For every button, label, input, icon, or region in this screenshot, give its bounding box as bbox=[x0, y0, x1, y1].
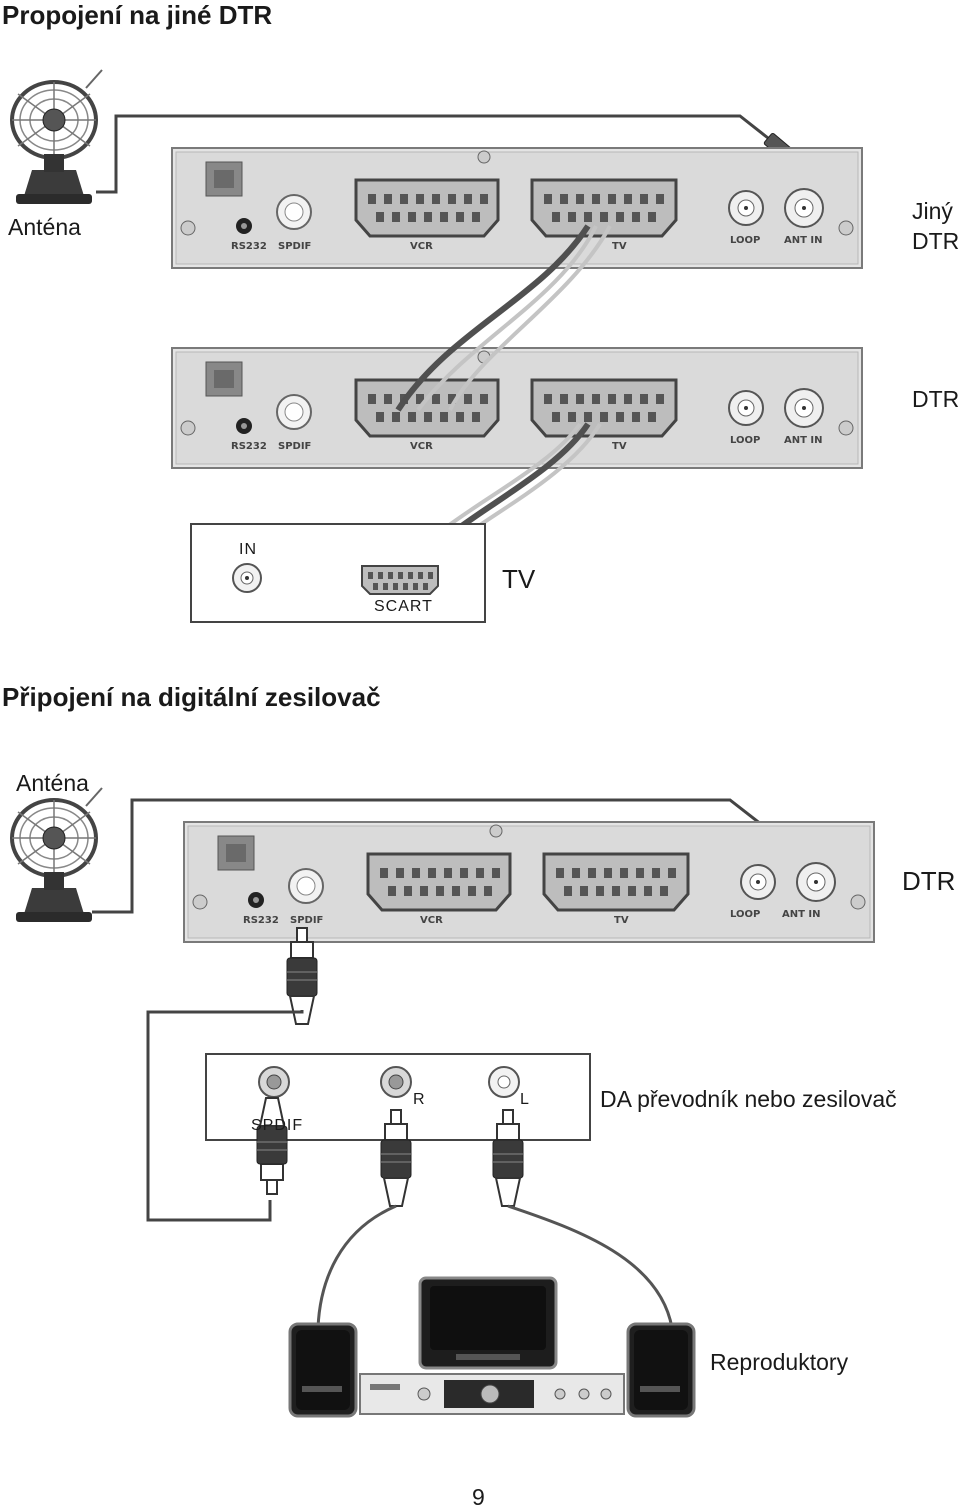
s2-antin-text: ANT IN bbox=[782, 909, 821, 920]
converter-l-plug-icon bbox=[492, 1109, 524, 1207]
section2-title: Připojení na digitální zesilovač bbox=[2, 682, 381, 712]
tv-scart-label: SCART bbox=[374, 598, 433, 615]
scart-cable-1-dark bbox=[395, 224, 591, 412]
subwoofer-icon bbox=[418, 1276, 558, 1370]
dtr-rs232-text: RS232 bbox=[231, 441, 267, 452]
s2-vcr-text: VCR bbox=[420, 915, 443, 926]
scart-cable-1-light-a bbox=[416, 225, 598, 412]
section1-dtr-label: DTR bbox=[912, 386, 960, 412]
dtr-antin-text: ANT IN bbox=[784, 435, 823, 446]
s2-rs232-text: RS232 bbox=[243, 915, 279, 926]
other-dtr-spdif-text: SPDIF bbox=[278, 241, 311, 252]
other-dtr-panel bbox=[170, 146, 864, 270]
scart-cable-1-light-b bbox=[448, 225, 612, 411]
section2-dtr-label: DTR bbox=[902, 866, 956, 896]
s2-loop-text: LOOP bbox=[730, 909, 760, 920]
speaker-left-icon bbox=[626, 1322, 696, 1418]
amplifier-icon bbox=[359, 1373, 625, 1415]
spdif-cable bbox=[146, 1010, 304, 1222]
converter-r-label: R bbox=[413, 1091, 426, 1108]
other-dtr-loop-text: LOOP bbox=[730, 235, 760, 246]
section2-antenna-label: Anténa bbox=[16, 770, 89, 796]
section2-antenna-icon bbox=[10, 786, 104, 924]
converter-l-label: L bbox=[520, 1091, 530, 1108]
section1-title: Propojení na jiné DTR bbox=[2, 0, 273, 30]
dtr-loop-text: LOOP bbox=[730, 435, 760, 446]
speaker-cable-left bbox=[507, 1204, 674, 1329]
dtr-vcr-text: VCR bbox=[410, 441, 433, 452]
converter-label: DA převodník nebo zesilovač bbox=[600, 1086, 897, 1112]
other-dtr-label-line1: Jiný bbox=[912, 198, 953, 224]
dtr-tv-text: TV bbox=[612, 441, 627, 452]
other-dtr-tv-text: TV bbox=[612, 241, 627, 252]
section1-antenna-icon bbox=[10, 68, 104, 206]
section1-antenna-label: Anténa bbox=[8, 214, 81, 240]
dtr-spdif-text: SPDIF bbox=[278, 441, 311, 452]
section2-dtr-panel bbox=[182, 820, 876, 944]
tv-in-label: IN bbox=[239, 541, 257, 558]
speakers-label: Reproduktory bbox=[710, 1349, 849, 1375]
other-dtr-antin-text: ANT IN bbox=[784, 235, 823, 246]
other-dtr-rs232-text: RS232 bbox=[231, 241, 267, 252]
tv-label: TV bbox=[502, 564, 536, 594]
speaker-right-icon bbox=[288, 1322, 358, 1418]
other-dtr-label-line2: DTR bbox=[912, 228, 960, 254]
section2-antenna-cable bbox=[92, 798, 767, 914]
section1-antenna-cable bbox=[96, 114, 769, 194]
other-dtr-vcr-text: VCR bbox=[410, 241, 433, 252]
converter-r-plug-icon bbox=[380, 1109, 412, 1207]
s2-spdif-text: SPDIF bbox=[290, 915, 323, 926]
converter-spdif-label: SPDIF bbox=[251, 1117, 304, 1134]
dtr-panel bbox=[170, 346, 864, 470]
s2-tv-text: TV bbox=[614, 915, 629, 926]
speaker-cable-right bbox=[316, 1204, 397, 1329]
page-number: 9 bbox=[472, 1484, 485, 1510]
dtr-spdif-plug-icon bbox=[286, 927, 318, 1025]
